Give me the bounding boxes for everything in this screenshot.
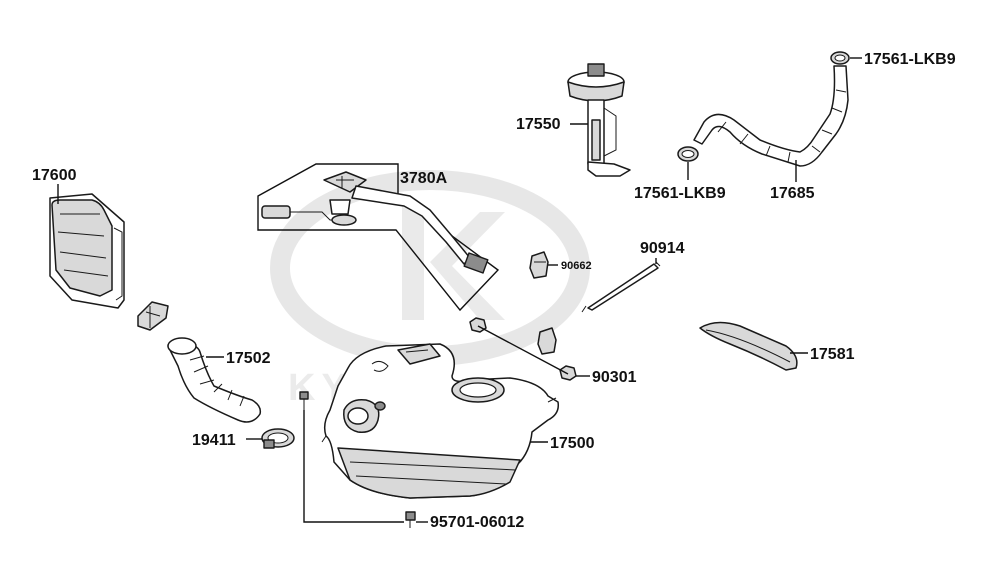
label-90914: 90914 bbox=[640, 240, 685, 257]
part-95701-bolt-upper[interactable] bbox=[299, 391, 309, 410]
part-clip-tank-side[interactable] bbox=[537, 327, 557, 355]
leader-90301-link bbox=[477, 325, 569, 375]
label-17581: 17581 bbox=[810, 346, 855, 363]
part-19411-clamp[interactable] bbox=[261, 428, 295, 449]
label-90301: 90301 bbox=[592, 369, 637, 386]
part-17500-fuel-tank[interactable] bbox=[321, 343, 560, 499]
part-17685-vent-hose[interactable] bbox=[693, 65, 849, 167]
part-17561-lkb9-top-clamp[interactable] bbox=[830, 51, 850, 65]
label-17600: 17600 bbox=[32, 167, 77, 184]
part-17581-heat-shield[interactable] bbox=[699, 321, 798, 371]
label-17561-top: 17561-LKB9 bbox=[864, 51, 956, 68]
label-17500: 17500 bbox=[550, 435, 595, 452]
leader-95701-link bbox=[303, 410, 404, 523]
label-17550: 17550 bbox=[516, 116, 561, 133]
part-95701-bolt-lower[interactable] bbox=[405, 511, 416, 528]
part-17600-cover[interactable] bbox=[49, 193, 125, 309]
part-17561-lkb9-mid-clamp[interactable] bbox=[677, 146, 699, 162]
label-17685: 17685 bbox=[770, 185, 815, 202]
label-17502: 17502 bbox=[226, 350, 271, 367]
part-90301-nut-lower[interactable] bbox=[559, 365, 577, 381]
part-3780a-sender-unit[interactable] bbox=[257, 163, 500, 312]
part-17502-hose[interactable] bbox=[167, 337, 262, 423]
label-90662: 90662 bbox=[561, 260, 592, 272]
part-90301-nut-upper[interactable] bbox=[469, 317, 487, 333]
label-3780a: 3780A bbox=[400, 170, 448, 187]
part-90914-rod[interactable] bbox=[581, 261, 661, 313]
part-90662-clip[interactable] bbox=[529, 251, 549, 279]
part-clip-small[interactable] bbox=[137, 301, 169, 331]
label-19411: 19411 bbox=[192, 432, 236, 449]
label-95701: 95701-06012 bbox=[430, 514, 524, 531]
part-17550-fuel-pump[interactable] bbox=[567, 63, 631, 177]
label-17561-mid: 17561-LKB9 bbox=[634, 185, 726, 202]
